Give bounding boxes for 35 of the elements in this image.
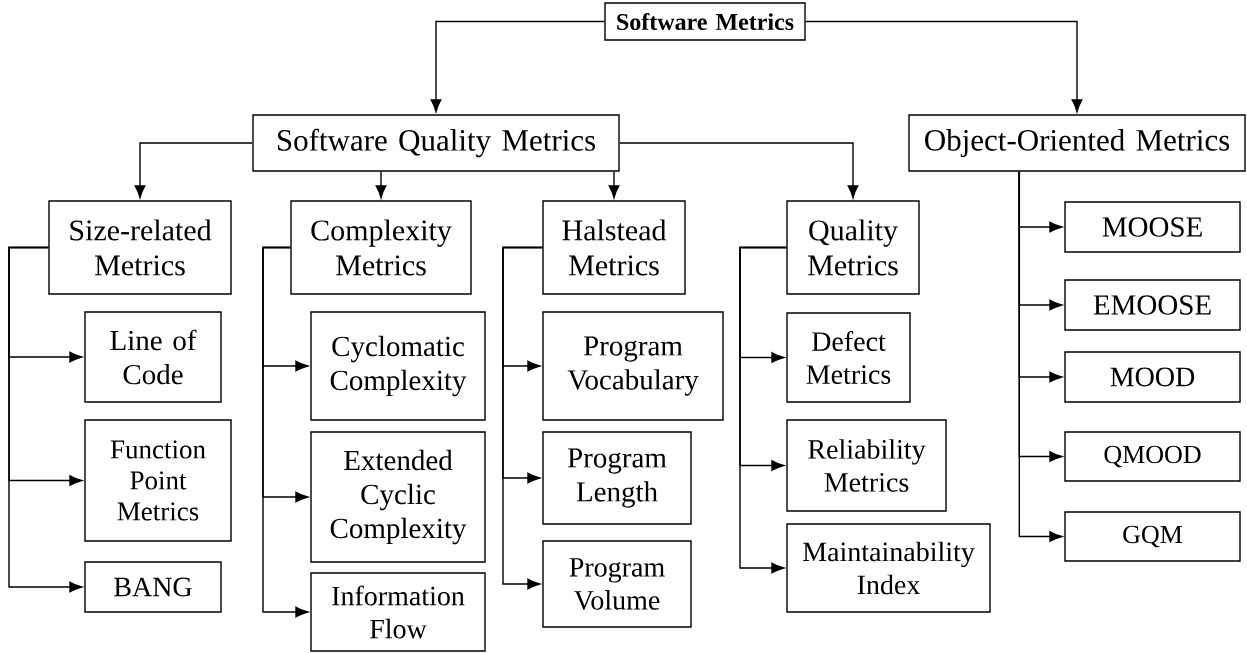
- metric-box: Halstead Metrics: [542, 200, 686, 295]
- metric-box: BANG: [84, 561, 222, 613]
- metric-box: Information Flow: [310, 572, 486, 652]
- metric-box: EMOOSE: [1064, 279, 1241, 331]
- arrow: [8, 246, 83, 593]
- metric-box: Maintainability Index: [786, 523, 991, 613]
- metric-box: Complexity Metrics: [290, 200, 472, 295]
- arrow: [739, 246, 787, 574]
- metric-box: Program Vocabulary: [542, 311, 724, 421]
- arrow: [619, 142, 859, 199]
- metric-box: Object-Oriented Metrics: [908, 114, 1246, 172]
- arrow: [134, 142, 253, 199]
- arrow: [375, 171, 387, 199]
- metric-box: Function Point Metrics: [84, 419, 232, 542]
- arrow: [502, 246, 543, 590]
- arrow: [1018, 171, 1063, 542]
- metric-box: MOOD: [1064, 351, 1241, 403]
- metric-box: MOOSE: [1064, 201, 1241, 253]
- arrow: [608, 171, 620, 199]
- metric-box: Program Length: [542, 431, 692, 525]
- metric-box: Size-related Metrics: [48, 200, 232, 295]
- metric-box: Software Metrics: [604, 2, 806, 41]
- arrow: [262, 246, 309, 618]
- metric-box: QMOOD: [1064, 431, 1241, 482]
- metric-box: Quality Metrics: [786, 200, 920, 295]
- metric-box: Line of Code: [84, 311, 222, 403]
- metric-box: Extended Cyclic Complexity: [310, 431, 486, 563]
- metric-box: Cyclomatic Complexity: [310, 311, 486, 421]
- metric-box: Software Quality Metrics: [252, 114, 620, 172]
- arrow: [430, 20, 605, 113]
- metric-box: Defect Metrics: [786, 312, 911, 403]
- metric-box: GQM: [1064, 511, 1241, 562]
- metric-box: Program Volume: [542, 540, 692, 628]
- arrow: [805, 20, 1083, 113]
- metric-box: Reliability Metrics: [786, 419, 947, 512]
